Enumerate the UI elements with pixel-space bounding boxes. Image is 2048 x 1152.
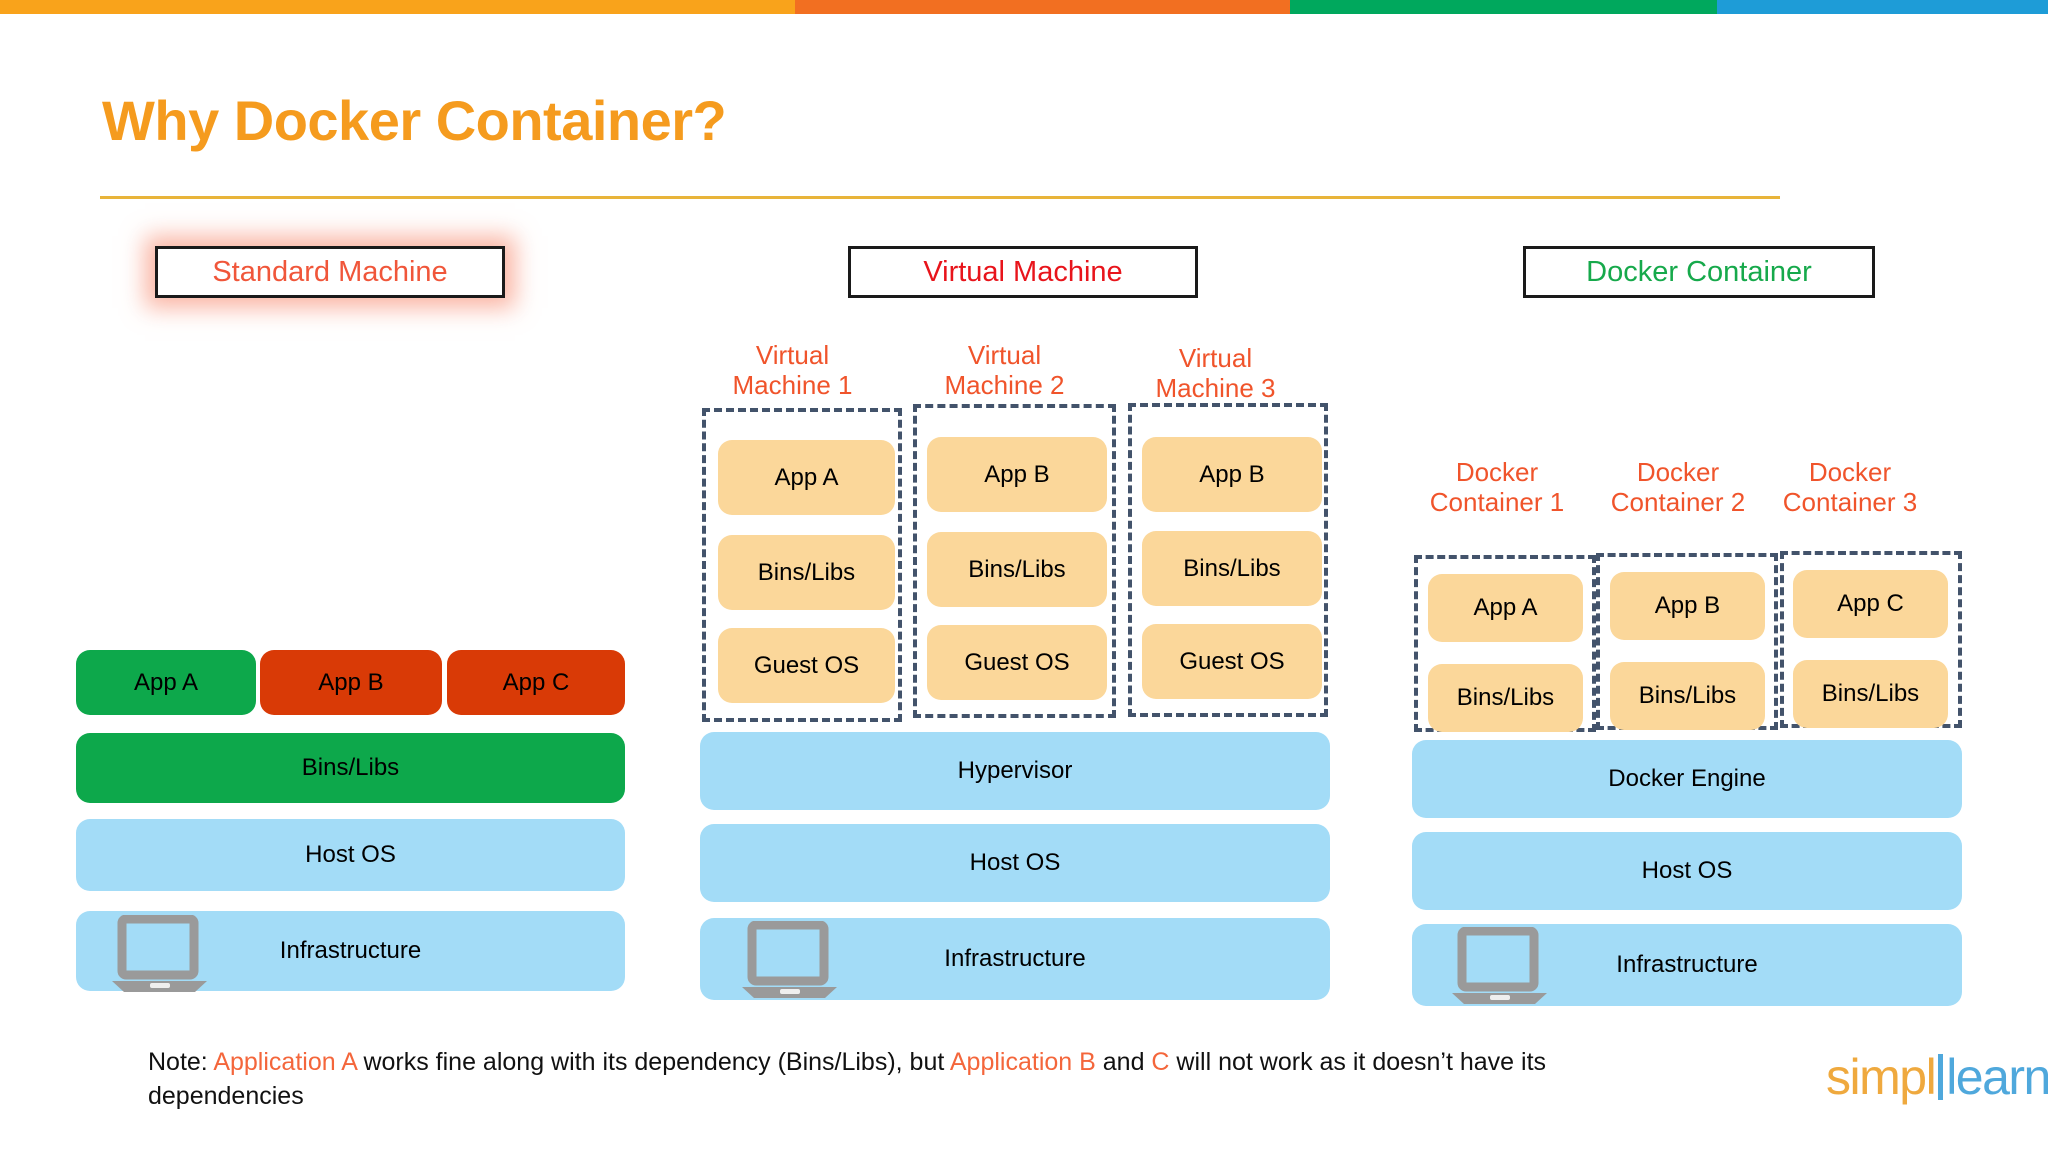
docker-host-os-block: Host OS [1412, 832, 1962, 910]
vm1-bins-libs-block: Bins/Libs [718, 535, 895, 610]
standard-app-c-label: App C [502, 668, 570, 696]
docker2-bins-libs-label: Bins/Libs [1638, 682, 1737, 709]
docker2-bins-libs-block: Bins/Libs [1610, 662, 1765, 730]
topbar-segment-amber [0, 0, 795, 14]
docker1-bins-libs-label: Bins/Libs [1456, 684, 1555, 711]
vm-host-os-block: Host OS [700, 824, 1330, 902]
docker-host-os-label: Host OS [1641, 857, 1733, 884]
vm-hypervisor-block: Hypervisor [700, 732, 1330, 810]
note-mid2: and [1095, 1048, 1152, 1076]
docker3-bins-libs-label: Bins/Libs [1821, 680, 1920, 707]
vm3-app-block: App B [1142, 437, 1322, 512]
vm3-app-label: App B [1199, 460, 1265, 488]
docker-engine-label: Docker Engine [1608, 765, 1766, 792]
docker1-bins-libs-block: Bins/Libs [1428, 664, 1583, 732]
vm2-guest-os-block: Guest OS [927, 625, 1107, 700]
note-text: Note: Application A works fine along wit… [148, 1046, 1618, 1113]
vm-column-label-3: Virtual Machine 3 [1155, 343, 1276, 404]
section-header-virtual-machine-label: Virtual Machine [923, 255, 1123, 288]
standard-app-b-block: App B [260, 650, 442, 715]
standard-bins-libs-block: Bins/Libs [76, 733, 625, 803]
logo-divider-bar [1938, 1054, 1944, 1100]
title-divider [100, 196, 1780, 199]
vm2-bins-libs-label: Bins/Libs [968, 555, 1066, 583]
standard-app-b-label: App B [318, 668, 384, 696]
topbar-segment-blue [1717, 0, 2048, 14]
docker-engine-block: Docker Engine [1412, 740, 1962, 818]
top-color-bar [0, 0, 2048, 14]
docker2-app-block: App B [1610, 572, 1765, 640]
vm-column-label-2: Virtual Machine 2 [944, 340, 1065, 401]
vm1-app-block: App A [718, 440, 895, 515]
note-application-b: Application B [949, 1048, 1096, 1076]
logo-simpli-text: simpl [1826, 1049, 1937, 1105]
docker1-app-block: App A [1428, 574, 1583, 642]
docker-infrastructure-label: Infrastructure [1616, 951, 1758, 978]
note-application-a: Application A [213, 1048, 357, 1076]
standard-app-a-label: App A [133, 668, 199, 696]
vm1-guest-os-label: Guest OS [753, 651, 860, 679]
standard-app-a-block: App A [76, 650, 256, 715]
docker-column-label-1: Docker Container 1 [1429, 457, 1565, 518]
docker2-app-label: App B [1654, 592, 1721, 619]
vm2-app-label: App B [984, 460, 1050, 488]
laptop-icon [112, 915, 207, 992]
section-header-docker-container: Docker Container [1523, 246, 1875, 298]
standard-host-os-block: Host OS [76, 819, 625, 891]
page-title: Why Docker Container? [102, 89, 727, 152]
standard-bins-libs-label: Bins/Libs [301, 754, 400, 781]
docker3-bins-libs-block: Bins/Libs [1793, 660, 1948, 728]
vm2-guest-os-label: Guest OS [964, 648, 1070, 676]
topbar-segment-orange [795, 0, 1290, 14]
vm3-guest-os-label: Guest OS [1179, 647, 1285, 675]
section-header-virtual-machine: Virtual Machine [848, 246, 1198, 298]
vm3-bins-libs-label: Bins/Libs [1183, 554, 1281, 582]
vm3-guest-os-block: Guest OS [1142, 624, 1322, 699]
standard-infrastructure-label: Infrastructure [279, 937, 422, 964]
vm-column-label-1: Virtual Machine 1 [732, 340, 853, 401]
logo-learn-text: learn [1946, 1049, 2048, 1105]
vm-dashed-boundary-3 [1128, 403, 1328, 717]
vm2-bins-libs-block: Bins/Libs [927, 532, 1107, 607]
vm-infrastructure-block: Infrastructure [700, 918, 1330, 1000]
note-prefix: Note: [148, 1048, 214, 1076]
vm-host-os-label: Host OS [969, 849, 1061, 876]
laptop-icon [742, 921, 837, 998]
vm1-app-label: App A [774, 463, 839, 491]
note-application-c: C [1151, 1048, 1170, 1076]
section-header-standard-machine-label: Standard Machine [212, 255, 448, 288]
docker1-app-label: App A [1473, 594, 1538, 621]
note-suffix: will not work as it doesn’t have its dep… [148, 1048, 1547, 1110]
docker-infrastructure-block: Infrastructure [1412, 924, 1962, 1006]
vm1-bins-libs-label: Bins/Libs [757, 558, 856, 586]
vm3-bins-libs-block: Bins/Libs [1142, 531, 1322, 606]
vm-dashed-boundary-1 [702, 408, 902, 722]
docker3-app-label: App C [1837, 590, 1904, 617]
standard-app-c-block: App C [447, 650, 625, 715]
docker-column-label-2: Docker Container 2 [1610, 457, 1746, 518]
docker-column-label-3: Docker Container 3 [1782, 457, 1918, 518]
section-header-docker-container-label: Docker Container [1586, 255, 1812, 288]
note-mid1: works fine along with its dependency (Bi… [356, 1048, 950, 1076]
topbar-segment-green [1290, 0, 1717, 14]
docker3-app-block: App C [1793, 570, 1948, 638]
laptop-icon [1452, 927, 1547, 1004]
vm-infrastructure-label: Infrastructure [944, 945, 1086, 972]
standard-host-os-label: Host OS [305, 841, 396, 868]
vm-dashed-boundary-2 [913, 404, 1116, 718]
vm1-guest-os-block: Guest OS [718, 628, 895, 703]
vm-hypervisor-label: Hypervisor [957, 757, 1073, 784]
vm2-app-block: App B [927, 437, 1107, 512]
section-header-standard-machine: Standard Machine [155, 246, 505, 298]
